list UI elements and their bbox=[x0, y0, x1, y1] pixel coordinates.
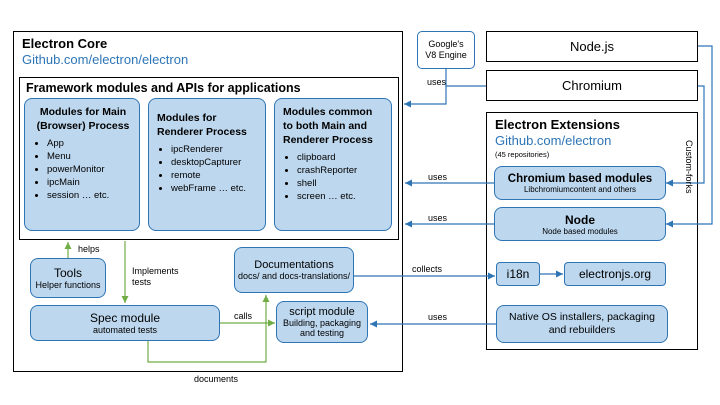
label-collects: collects bbox=[412, 264, 443, 274]
chromium-label: Chromium bbox=[562, 78, 622, 93]
list-item: Menu bbox=[47, 150, 133, 163]
documentations-box[interactable]: Documentations docs/ and docs-translatio… bbox=[234, 247, 354, 293]
tools-box[interactable]: Tools Helper functions bbox=[30, 258, 106, 298]
renderer-process-list: ipcRenderer desktopCapturer remote webFr… bbox=[157, 143, 259, 195]
nodejs-label: Node.js bbox=[569, 39, 615, 54]
tools-title: Tools bbox=[53, 266, 82, 280]
list-item: remote bbox=[171, 169, 259, 182]
list-item: session … etc. bbox=[47, 189, 133, 202]
label-uses-native: uses bbox=[428, 312, 448, 322]
list-item: powerMonitor bbox=[47, 163, 133, 176]
extensions-title: Electron Extensions bbox=[495, 117, 620, 132]
renderer-process-title: Modules for Renderer Process bbox=[157, 112, 247, 138]
main-process-modules[interactable]: Modules for Main (Browser) Process App M… bbox=[24, 98, 140, 231]
list-item: shell bbox=[297, 177, 385, 190]
spec-module-box[interactable]: Spec module automated tests bbox=[30, 305, 220, 341]
i18n-box[interactable]: i18n bbox=[496, 262, 540, 286]
i18n-label: i18n bbox=[506, 267, 530, 281]
label-custom-forks: Custom-forks bbox=[684, 140, 694, 194]
framework-title: Framework modules and APIs for applicati… bbox=[26, 81, 301, 95]
spec-module-subtitle: automated tests bbox=[92, 325, 158, 335]
script-module-title: script module bbox=[289, 306, 355, 318]
tools-subtitle: Helper functions bbox=[35, 280, 101, 290]
chromium-based-modules-title: Chromium based modules bbox=[507, 172, 653, 185]
label-documents: documents bbox=[194, 374, 239, 384]
extensions-link[interactable]: Github.com/electron bbox=[495, 133, 612, 148]
connector-uses-framework bbox=[404, 86, 447, 108]
documentations-title: Documentations bbox=[254, 259, 334, 271]
documentations-subtitle: docs/ and docs-translations/ bbox=[237, 271, 351, 281]
extensions-count: (45 repositories) bbox=[495, 150, 550, 159]
renderer-process-modules[interactable]: Modules for Renderer Process ipcRenderer… bbox=[148, 98, 266, 231]
main-process-title: Modules for Main (Browser) Process bbox=[36, 106, 130, 132]
script-module-box[interactable]: script module Building, packaging and te… bbox=[276, 301, 368, 343]
electronjs-org-label: electronjs.org bbox=[578, 267, 652, 281]
list-item: desktopCapturer bbox=[171, 156, 259, 169]
label-uses-node: uses bbox=[428, 213, 448, 223]
list-item: ipcMain bbox=[47, 176, 133, 189]
chromium-box[interactable]: Chromium bbox=[486, 70, 698, 101]
connector-v8-framework bbox=[445, 69, 486, 87]
list-item: clipboard bbox=[297, 151, 385, 164]
electronjs-org-box[interactable]: electronjs.org bbox=[564, 262, 666, 286]
chromium-based-modules-box[interactable]: Chromium based modules Libchromiumconten… bbox=[494, 166, 666, 200]
electron-core-link[interactable]: Github.com/electron/electron bbox=[22, 52, 189, 67]
node-modules-box[interactable]: Node Node based modules bbox=[494, 207, 666, 241]
list-item: App bbox=[47, 137, 133, 150]
node-modules-subtitle: Node based modules bbox=[542, 226, 618, 236]
script-module-subtitle: Building, packaging and testing bbox=[282, 318, 362, 338]
list-item: screen … etc. bbox=[297, 190, 385, 203]
label-implements-tests: Implements tests bbox=[132, 266, 179, 287]
list-item: ipcRenderer bbox=[171, 143, 259, 156]
chromium-based-modules-subtitle: Libchromiumcontent and others bbox=[523, 184, 637, 194]
v8-engine-box[interactable]: Google's V8 Engine bbox=[417, 31, 475, 69]
main-process-list: App Menu powerMonitor ipcMain session … … bbox=[33, 137, 133, 202]
label-uses-chromium: uses bbox=[428, 172, 448, 182]
common-modules[interactable]: Modules common to both Main and Renderer… bbox=[274, 98, 392, 231]
electron-core-title: Electron Core bbox=[22, 36, 108, 51]
list-item: webFrame … etc. bbox=[171, 182, 259, 195]
native-installers-box[interactable]: Native OS installers, packaging and rebu… bbox=[496, 305, 668, 343]
native-installers-label: Native OS installers, packaging and rebu… bbox=[509, 311, 655, 336]
nodejs-box[interactable]: Node.js bbox=[486, 31, 698, 62]
spec-module-title: Spec module bbox=[89, 311, 161, 325]
label-uses-v8: uses bbox=[427, 77, 447, 87]
label-calls: calls bbox=[234, 311, 253, 321]
list-item: crashReporter bbox=[297, 164, 385, 177]
common-modules-list: clipboard crashReporter shell screen … e… bbox=[283, 151, 385, 203]
v8-engine-label: Google's V8 Engine bbox=[425, 39, 467, 60]
label-helps: helps bbox=[78, 244, 100, 254]
node-modules-title: Node bbox=[565, 212, 595, 227]
common-modules-title: Modules common to both Main and Renderer… bbox=[283, 106, 373, 146]
